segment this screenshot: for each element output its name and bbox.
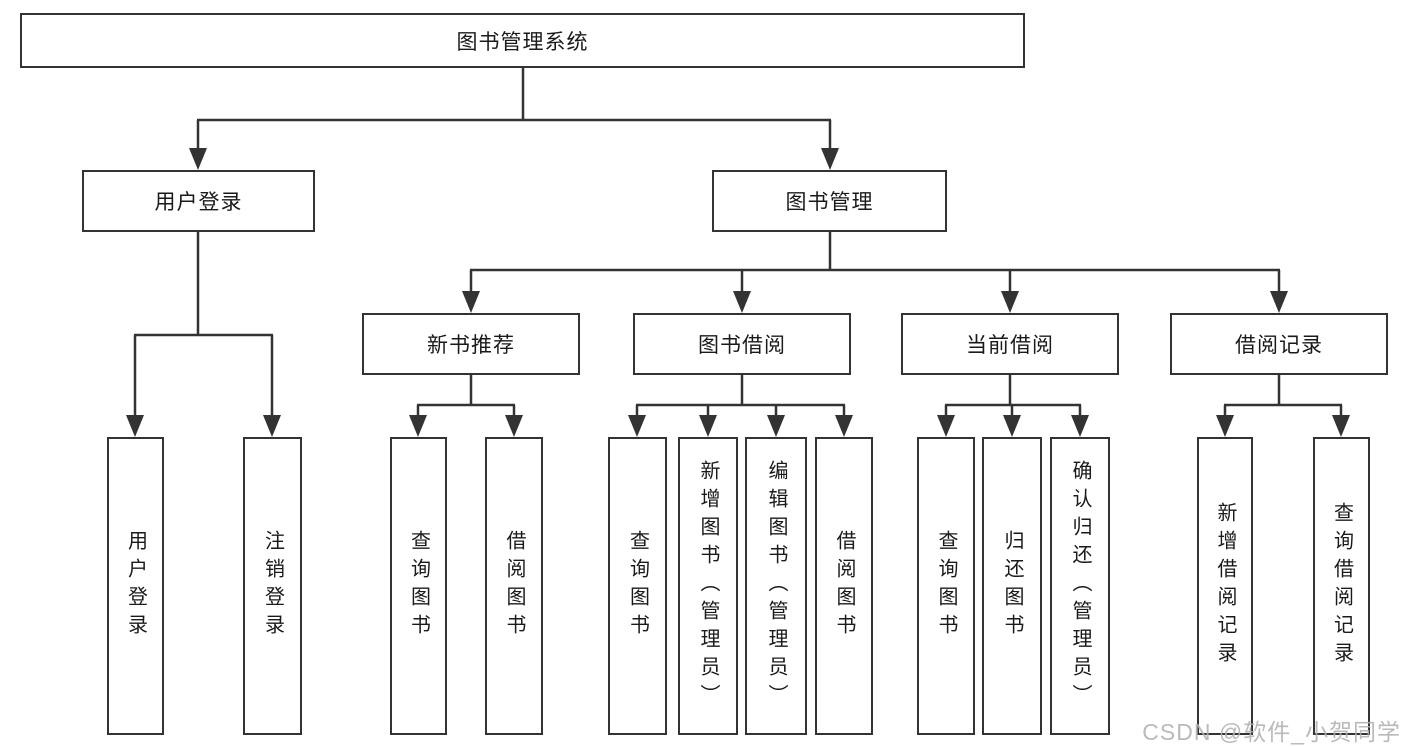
node-leaf-nbr-borrow-books: 借阅图书: [485, 437, 543, 735]
node-leaf-bb-borrow-books: 借阅图书: [815, 437, 873, 735]
connector-new-book-recommendation-to-leaves: [409, 375, 523, 437]
node-leaf-nbr-query-books: 查询图书: [390, 437, 447, 735]
node-leaf-br-add-record: 新增借阅记录: [1197, 437, 1253, 735]
connector-book-management-to-level3: [462, 232, 1288, 313]
node-leaf-user-login: 用户登录: [107, 437, 164, 735]
node-borrowing-records: 借阅记录: [1170, 313, 1388, 375]
node-book-borrowing: 图书借阅: [633, 313, 851, 375]
node-current-borrowing: 当前借阅: [901, 313, 1119, 375]
node-leaf-br-query-record: 查询借阅记录: [1313, 437, 1370, 735]
node-leaf-bb-edit-books-admin: 编辑图书（管理员）: [745, 437, 807, 735]
node-leaf-cb-confirm-return-admin: 确认归还（管理员）: [1050, 437, 1110, 735]
node-user-login: 用户登录: [82, 170, 315, 232]
node-book-management: 图书管理: [712, 170, 947, 232]
node-leaf-bb-query-books: 查询图书: [608, 437, 667, 735]
connector-borrowing-records-to-leaves: [1216, 375, 1350, 437]
connector-book-borrowing-to-leaves: [628, 375, 853, 437]
watermark: CSDN @软件_小贺同学: [1142, 719, 1401, 745]
connector-current-borrowing-to-leaves: [937, 375, 1089, 437]
node-leaf-cb-query-books: 查询图书: [917, 437, 975, 735]
node-leaf-logout: 注销登录: [243, 437, 302, 735]
node-leaf-cb-return-books: 归还图书: [982, 437, 1042, 735]
node-library-management-system: 图书管理系统: [20, 13, 1025, 68]
connector-user-login-to-leaves: [126, 232, 281, 437]
connector-root-to-level2: [189, 68, 839, 170]
node-leaf-bb-add-books-admin: 新增图书（管理员）: [678, 437, 738, 735]
node-new-book-recommendation: 新书推荐: [362, 313, 580, 375]
